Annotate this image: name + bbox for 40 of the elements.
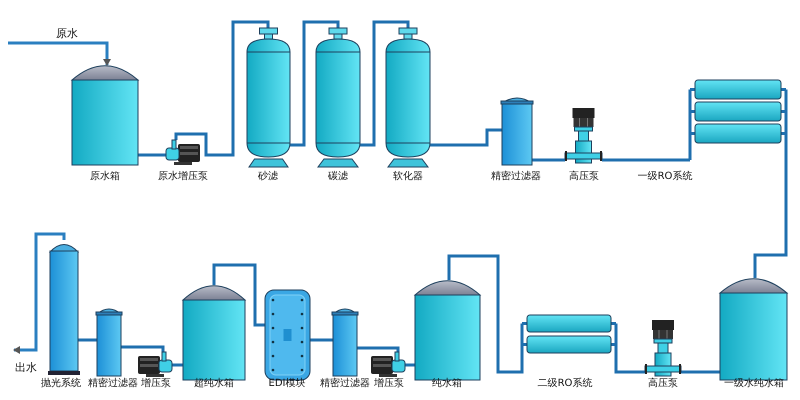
pipe: [360, 20, 410, 146]
equipment-label: 增压泵: [374, 377, 404, 390]
pipe: [532, 158, 565, 162]
pipe: [614, 355, 645, 374]
equipment-label: 高压泵: [648, 377, 678, 390]
pipe: [430, 128, 502, 146]
pipe: [138, 154, 166, 156]
pipe: [681, 370, 720, 374]
equipment-label: 增压泵: [141, 377, 171, 390]
equipment-label: EDI模块: [268, 377, 306, 390]
equipment-label: 抛光系统: [41, 377, 81, 390]
equipment-label: 精密过滤器: [491, 170, 541, 183]
equipment-label: 精密过滤器: [320, 377, 370, 390]
pipe: [310, 338, 333, 342]
equipment-label: 一级RO系统: [638, 170, 692, 183]
pipe: [405, 364, 415, 366]
flow-arrow: [8, 42, 111, 66]
equipment-label: 二级RO系统: [538, 377, 592, 390]
pipe: [448, 254, 524, 374]
equipment-label: 原水箱: [90, 170, 120, 183]
pipe: [78, 338, 97, 342]
equipment-label: 高压泵: [569, 170, 599, 183]
equipment-label: 碳滤: [328, 170, 348, 183]
edge-label: 出水: [14, 361, 38, 374]
pipe: [212, 264, 265, 326]
equipment-label: 一级水纯水箱: [724, 377, 784, 390]
equipment-label: 砂滤: [258, 170, 278, 183]
equipment-label: 原水增压泵: [158, 170, 208, 183]
edge-label: 原水: [55, 27, 79, 40]
pipe: [121, 346, 164, 352]
equipment-label: 软化器: [393, 170, 423, 183]
pipe: [174, 20, 270, 156]
flow-arrow: [13, 232, 66, 354]
pipe: [172, 364, 183, 366]
equipment-label: 纯水箱: [432, 377, 462, 390]
pipe: [290, 20, 340, 146]
pipe: [357, 346, 400, 352]
equipment-label: 超纯水箱: [194, 377, 234, 390]
equipment-label: 精密过滤器: [88, 377, 138, 390]
pipe: [602, 158, 690, 162]
